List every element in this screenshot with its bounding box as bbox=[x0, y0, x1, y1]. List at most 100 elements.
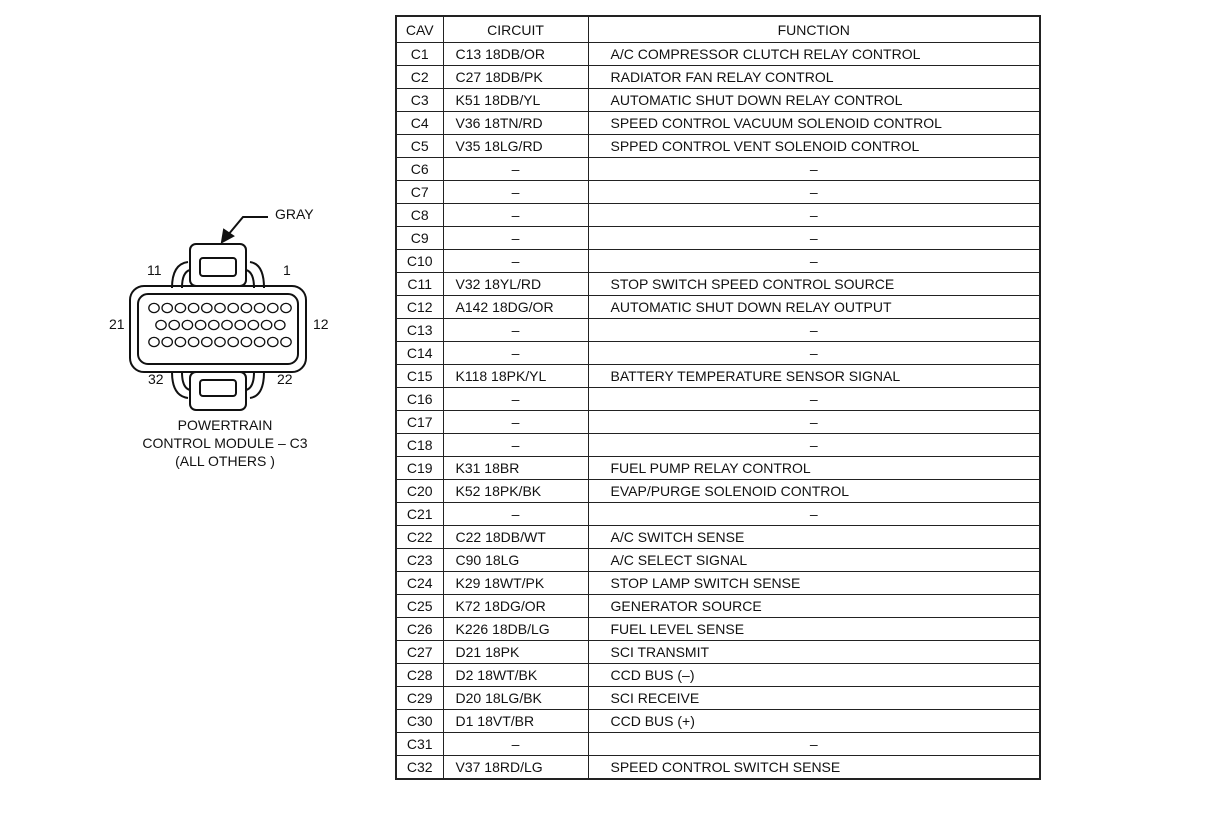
cell-function: STOP SWITCH SPEED CONTROL SOURCE bbox=[587, 272, 1041, 296]
pin-cavity bbox=[174, 336, 187, 348]
pin-grid bbox=[148, 302, 292, 348]
cell-function: – bbox=[587, 502, 1041, 526]
cell-function: – bbox=[587, 387, 1041, 411]
pin-cavity bbox=[221, 319, 233, 331]
cell-cav: C1 bbox=[395, 42, 444, 66]
pin-cavity bbox=[273, 319, 286, 331]
cell-cav: C24 bbox=[395, 571, 444, 595]
pin-cavity bbox=[187, 302, 200, 314]
bottom-latch bbox=[189, 371, 247, 411]
cell-circuit: A142 18DG/OR bbox=[442, 295, 589, 319]
cell-function: A/C COMPRESSOR CLUTCH RELAY CONTROL bbox=[587, 42, 1041, 66]
cell-circuit: K31 18BR bbox=[442, 456, 589, 480]
cell-function: GENERATOR SOURCE bbox=[587, 594, 1041, 618]
pin-cavity bbox=[253, 302, 266, 314]
pin-cavity bbox=[227, 336, 240, 348]
cell-function: – bbox=[587, 318, 1041, 342]
pin-label-32: 32 bbox=[148, 371, 164, 387]
connector-caption-line-1: POWERTRAIN bbox=[177, 417, 273, 433]
cell-circuit: K226 18DB/LG bbox=[442, 617, 589, 641]
cell-circuit: D20 18LG/BK bbox=[442, 686, 589, 710]
table-row: C7–– bbox=[395, 180, 1041, 204]
cell-function: – bbox=[587, 341, 1041, 365]
cell-circuit: V32 18YL/RD bbox=[442, 272, 589, 296]
cell-function: SCI RECEIVE bbox=[587, 686, 1041, 710]
cell-cav: C16 bbox=[395, 387, 444, 411]
cell-circuit: C27 18DB/PK bbox=[442, 65, 589, 89]
pin-cavity bbox=[187, 336, 200, 348]
cell-cav: C23 bbox=[395, 548, 444, 572]
cell-function: – bbox=[587, 157, 1041, 181]
cell-cav: C22 bbox=[395, 525, 444, 549]
cell-cav: C18 bbox=[395, 433, 444, 457]
cell-circuit: – bbox=[442, 502, 589, 526]
pin-cavity bbox=[253, 336, 266, 348]
cell-circuit: – bbox=[442, 157, 589, 181]
cell-function: CCD BUS (+) bbox=[587, 709, 1041, 733]
pin-cavity bbox=[214, 336, 226, 348]
table-row: C31–– bbox=[395, 732, 1041, 756]
cell-function: SPEED CONTROL VACUUM SOLENOID CONTROL bbox=[587, 111, 1041, 135]
pin-label-1: 1 bbox=[283, 262, 291, 278]
pin-cavity bbox=[280, 302, 292, 314]
pin-cavity bbox=[240, 302, 253, 314]
cell-circuit: – bbox=[442, 341, 589, 365]
cell-circuit: K51 18DB/YL bbox=[442, 88, 589, 112]
cell-circuit: C13 18DB/OR bbox=[442, 42, 589, 66]
cell-function: FUEL PUMP RELAY CONTROL bbox=[587, 456, 1041, 480]
cell-function: CCD BUS (–) bbox=[587, 663, 1041, 687]
cell-cav: C5 bbox=[395, 134, 444, 158]
pin-cavity bbox=[234, 319, 247, 331]
table-row: C8–– bbox=[395, 203, 1041, 227]
pin-cavity bbox=[181, 319, 194, 331]
cell-cav: C4 bbox=[395, 111, 444, 135]
pin-cavity bbox=[260, 319, 273, 331]
bottom-latch-window bbox=[199, 379, 237, 397]
cell-cav: C31 bbox=[395, 732, 444, 756]
pin-label-11: 11 bbox=[147, 262, 162, 278]
cell-circuit: D2 18WT/BK bbox=[442, 663, 589, 687]
pin-cavity bbox=[207, 319, 220, 331]
gray-leader-arrow bbox=[220, 228, 235, 244]
cell-cav: C11 bbox=[395, 272, 444, 296]
connector-caption-line-2: CONTROL MODULE – C3 bbox=[142, 435, 308, 451]
pin-cavity bbox=[194, 319, 207, 331]
cell-circuit: D21 18PK bbox=[442, 640, 589, 664]
cell-circuit: – bbox=[442, 387, 589, 411]
cell-cav: C3 bbox=[395, 88, 444, 112]
pin-cavity bbox=[161, 302, 174, 314]
pin-cavity bbox=[280, 336, 292, 348]
header-function: FUNCTION bbox=[587, 15, 1041, 43]
cell-function: AUTOMATIC SHUT DOWN RELAY OUTPUT bbox=[587, 295, 1041, 319]
cell-function: SPPED CONTROL VENT SOLENOID CONTROL bbox=[587, 134, 1041, 158]
table-row: C9–– bbox=[395, 226, 1041, 250]
pin-label-21: 21 bbox=[109, 316, 125, 332]
table-row: C13–– bbox=[395, 318, 1041, 342]
cell-cav: C29 bbox=[395, 686, 444, 710]
cell-cav: C28 bbox=[395, 663, 444, 687]
cell-cav: C19 bbox=[395, 456, 444, 480]
pin-cavity bbox=[174, 302, 187, 314]
cell-function: – bbox=[587, 249, 1041, 273]
pin-cavity bbox=[148, 302, 160, 314]
cell-circuit: V36 18TN/RD bbox=[442, 111, 589, 135]
table-row: C14–– bbox=[395, 341, 1041, 365]
connector-diagram: GRAY 11 1 21 12 32 22 POWERTRAIN CONTROL… bbox=[100, 200, 350, 480]
cell-cav: C27 bbox=[395, 640, 444, 664]
connector-drawing bbox=[129, 216, 307, 411]
pin-cavity bbox=[227, 302, 240, 314]
cell-circuit: – bbox=[442, 249, 589, 273]
cell-circuit: – bbox=[442, 433, 589, 457]
cell-cav: C26 bbox=[395, 617, 444, 641]
rib-top-left bbox=[171, 261, 189, 289]
cell-cav: C30 bbox=[395, 709, 444, 733]
cell-cav: C2 bbox=[395, 65, 444, 89]
top-latch bbox=[189, 243, 247, 287]
table-row: C17–– bbox=[395, 410, 1041, 434]
